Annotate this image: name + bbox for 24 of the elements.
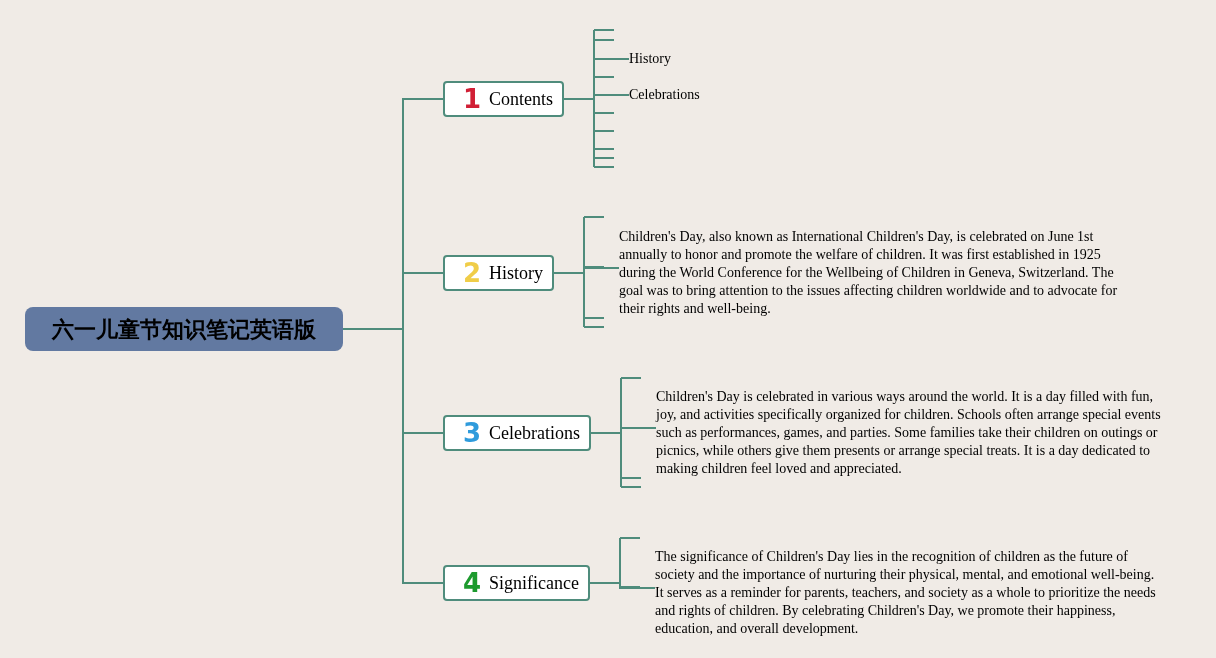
topic-box (443, 565, 590, 601)
topic-number: 4 (463, 570, 482, 596)
note-paragraph: The significance of Children's Day lies in the recognition of children as the future of society and the importance of nurturing their physical, mental, and emotional well-being. It serves as a reminder for parents, teachers, and society as a whole to prioritize the needs and rights of children. By celebrating Children's Day, we promote their happiness, education, and overall development. (655, 548, 1160, 638)
connector-line (553, 267, 620, 274)
topic-label: History (489, 264, 544, 282)
topic-label: Contents (489, 90, 554, 108)
connector-line (589, 582, 656, 589)
topic-number: 1 (463, 86, 482, 112)
topic-label: Significance (489, 574, 580, 592)
note-paragraph: Children's Day is celebrated in various ways around the world. It is a day filled with fun, joy, and activities specifically organized for children. Schools often arrange special events such as performances, games, and parties. Some families take their children on outings or picnics, while others give them presents or arrange special treats. It is a day dedicated to making children feel loved and appreciated. (656, 388, 1161, 478)
topic-box (443, 415, 591, 451)
subtopic-label: Celebrations (629, 87, 700, 103)
topic-box (443, 255, 554, 291)
connector-line (563, 94, 630, 100)
topic-number: 3 (463, 420, 482, 446)
root-topic-box (25, 307, 343, 351)
connector-line (590, 427, 657, 434)
topic-number: 2 (463, 260, 482, 286)
topic-label: Celebrations (489, 424, 581, 442)
subtopic-label: History (629, 51, 671, 67)
connector-line (342, 328, 444, 584)
root-title: 六一儿童节知识笔记英语版 (52, 315, 316, 344)
note-paragraph: Children's Day, also known as International Children's Day, is celebrated on June 1st annually to honor and promote the welfare of children. It was first established in 1925 during the World Conference for the Wellbeing of Children in Geneva, Switzerland. The goal was to bring attention to the issues affecting children worldwide and to advocate for their rights and well-being. (619, 228, 1139, 318)
topic-box (443, 81, 564, 117)
